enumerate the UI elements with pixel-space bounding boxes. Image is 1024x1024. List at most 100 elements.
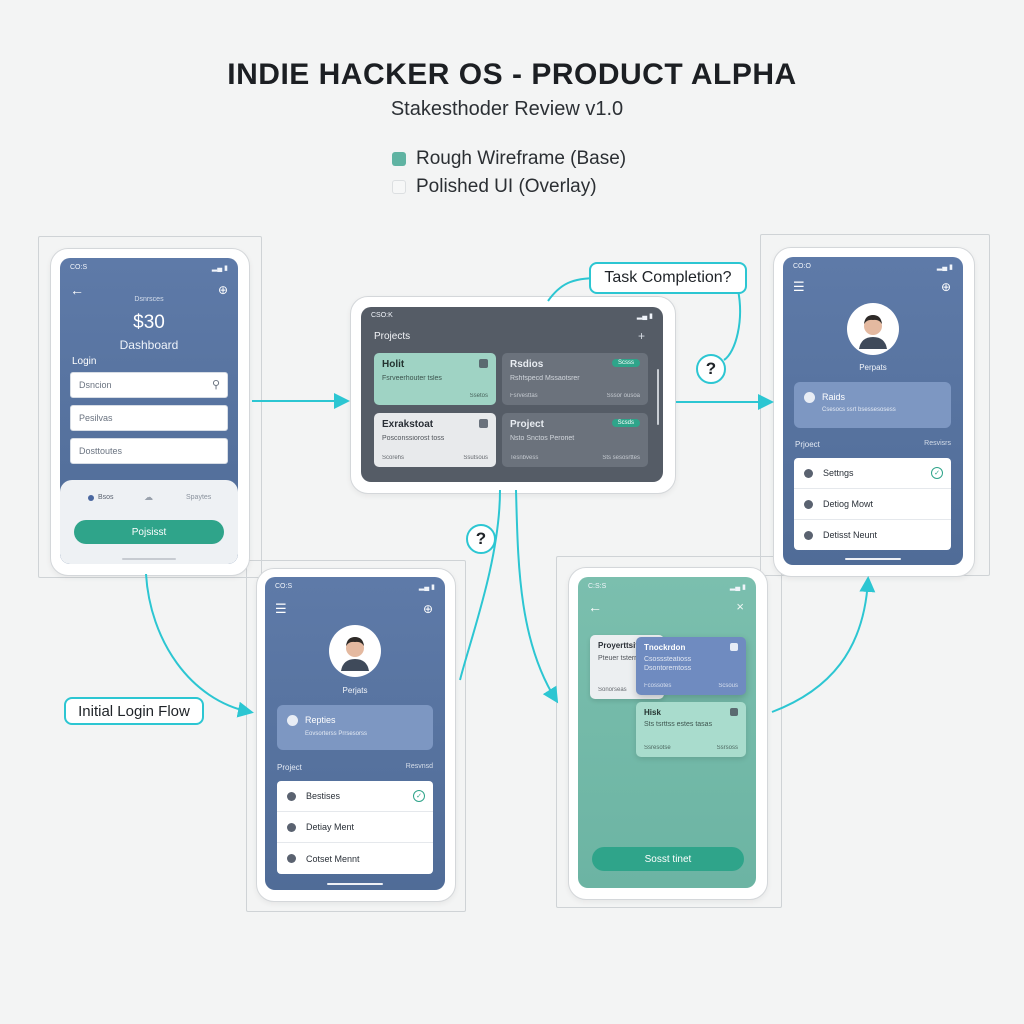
settings-list: Settngs ✓ Detiog Mowt Detisst Neunt <box>794 458 951 550</box>
login-field-1[interactable]: Dsncion ⚲ <box>70 372 228 398</box>
legend-item-wireframe: Rough Wireframe (Base) <box>392 148 626 170</box>
question-marker-right: ? <box>696 354 726 384</box>
status-icons: ▂▄ ▮ <box>211 265 228 272</box>
card-subtitle-2: Dsontoremtoss <box>644 665 692 672</box>
login-field-2[interactable]: Pesilvas <box>70 405 228 431</box>
avatar <box>847 303 899 355</box>
card-title: Tnockrdon <box>644 643 686 652</box>
card-menu-icon <box>479 419 488 428</box>
profile-summary-card[interactable]: Raids Csesocs ssrt bsessesosess <box>794 382 951 428</box>
card-footer-right: Ssutsous <box>463 455 488 461</box>
callout-task-completion: Task Completion? <box>589 262 747 294</box>
list-item-label: Settngs <box>823 468 854 478</box>
legend-label: Rough Wireframe (Base) <box>416 148 627 169</box>
card-subtitle: Rshfspecd Mssaotsrer <box>510 375 580 382</box>
close-icon[interactable]: × <box>736 599 744 614</box>
settings-icon <box>804 468 813 478</box>
wireframe-guide-teal <box>556 556 782 908</box>
card-menu-icon <box>730 643 738 651</box>
card-subtitle: Csosssteatioss <box>644 656 692 663</box>
hamburger-menu-icon[interactable]: ☰ <box>275 601 287 616</box>
card-footer-right: Ssrsoss <box>716 745 738 751</box>
list-item[interactable]: Detiay Ment <box>277 812 433 843</box>
card-subtitle: Pteuer tsterr <box>598 655 637 662</box>
card-footer-right: Sssor ousoa <box>606 393 640 399</box>
list-item-label: Detiay Ment <box>306 822 355 832</box>
project-card-rsdios[interactable]: Rsdios Rshfspecd Mssaotsrer Scsss Fsrves… <box>502 353 648 405</box>
add-icon[interactable]: ⊕ <box>422 602 433 616</box>
status-icons: ▂▄ ▮ <box>636 313 653 320</box>
card-footer-left: Ssresotse <box>644 745 671 751</box>
shield-icon <box>804 530 813 540</box>
card-subtitle: Sts tsrttss estes tasas <box>644 721 713 728</box>
profile-bottom-screen: CO:S ▂▄ ▮ ☰ ⊕ Perjats Repties Eovsorters… <box>265 577 445 890</box>
tab-bsos[interactable]: Bsos <box>88 494 114 501</box>
task-card-tnockrdon[interactable]: Tnockrdon Csosssteatioss Dsontoremtoss F… <box>636 637 746 695</box>
hamburger-menu-icon[interactable]: ☰ <box>793 279 805 294</box>
start-timer-button[interactable]: Sosst tinet <box>592 847 744 871</box>
settings-list: Bestises ✓ Detiay Ment Cotset Mennt <box>277 781 433 874</box>
card-footer-right: Scsous <box>718 683 738 689</box>
section-action[interactable]: Resvisrs <box>924 440 951 447</box>
card-title: Repties <box>305 715 336 725</box>
back-arrow-icon[interactable]: ← <box>588 599 602 615</box>
section-label: Project <box>277 763 302 772</box>
list-item-label: Detiog Mowt <box>823 499 874 509</box>
project-card-project[interactable]: Project Nsto Snctos Peroriet Scsds Tesnb… <box>502 413 648 467</box>
list-item-label: Cotset Mennt <box>306 853 360 864</box>
person-avatar-icon <box>859 315 887 349</box>
legend-swatch-light <box>392 180 406 194</box>
list-item[interactable]: Settngs ✓ <box>794 458 951 489</box>
card-footer-right: Sts sesosrttes <box>602 455 640 461</box>
add-icon[interactable]: ⊕ <box>217 283 228 297</box>
list-item[interactable]: Detisst Neunt <box>794 520 951 550</box>
list-item-label: Detisst Neunt <box>823 530 878 540</box>
dot-icon <box>88 494 94 501</box>
shield-icon <box>287 854 296 863</box>
login-submit-button[interactable]: Pojsisst <box>74 520 224 544</box>
arrow-projects-to-profile-bottom <box>459 489 501 681</box>
back-arrow-icon[interactable]: ← <box>70 282 84 298</box>
section-action[interactable]: Resvnsd <box>405 763 433 770</box>
card-footer-left: Scorehs <box>382 455 405 461</box>
card-menu-icon <box>479 359 488 368</box>
scrollbar[interactable] <box>657 369 659 425</box>
card-title: Rsdios <box>510 359 544 370</box>
add-project-icon[interactable]: + <box>637 329 645 343</box>
dashboard-title: Dashboard <box>119 338 179 352</box>
card-title: Project <box>510 419 544 430</box>
wireframe-guide-login <box>38 236 262 578</box>
projects-title: Projects <box>374 331 411 342</box>
list-item[interactable]: Detiog Mowt <box>794 489 951 520</box>
field-placeholder: Pesilvas <box>79 413 113 423</box>
card-footer-left: Tesnbvess <box>510 455 539 461</box>
profile-summary-card[interactable]: Repties Eovsorterss Prrsesorss <box>277 705 433 750</box>
status-time: CO:O <box>793 263 811 270</box>
list-item-label: Bestises <box>306 791 341 801</box>
card-menu-icon <box>730 708 738 716</box>
home-indicator <box>327 883 383 885</box>
status-time: C:S:S <box>588 583 607 590</box>
login-field-3[interactable]: Dosttoutes <box>70 438 228 464</box>
list-item[interactable]: Bestises ✓ <box>277 781 433 812</box>
list-item[interactable]: Cotset Mennt <box>277 843 433 874</box>
status-time: CO:S <box>70 264 88 271</box>
cloud-icon: ☁ <box>144 492 153 502</box>
wireframe-guide-profile-bottom <box>246 560 466 912</box>
card-title: Holit <box>382 359 405 370</box>
card-subtitle: Posconssiorost toss <box>382 435 445 442</box>
dashboard-caption: Dsnrsces <box>134 296 164 303</box>
tab-spaytes[interactable]: Spaytes <box>186 494 212 501</box>
check-icon: ✓ <box>931 467 943 479</box>
card-subtitle: Nsto Snctos Peroriet <box>510 435 575 442</box>
status-time: CSO:K <box>371 312 393 319</box>
add-icon[interactable]: ⊕ <box>940 280 951 294</box>
teal-task-screen: C:S:S ▂▄ ▮ ← × Proyerttsits Pteuer tster… <box>578 577 756 888</box>
info-icon <box>287 715 298 726</box>
project-card-holit[interactable]: Holit Fsrveerhouter tsles Ssetos <box>374 353 496 405</box>
arrow-projects-to-task <box>515 489 559 704</box>
profile-name: Perpats <box>859 363 887 372</box>
